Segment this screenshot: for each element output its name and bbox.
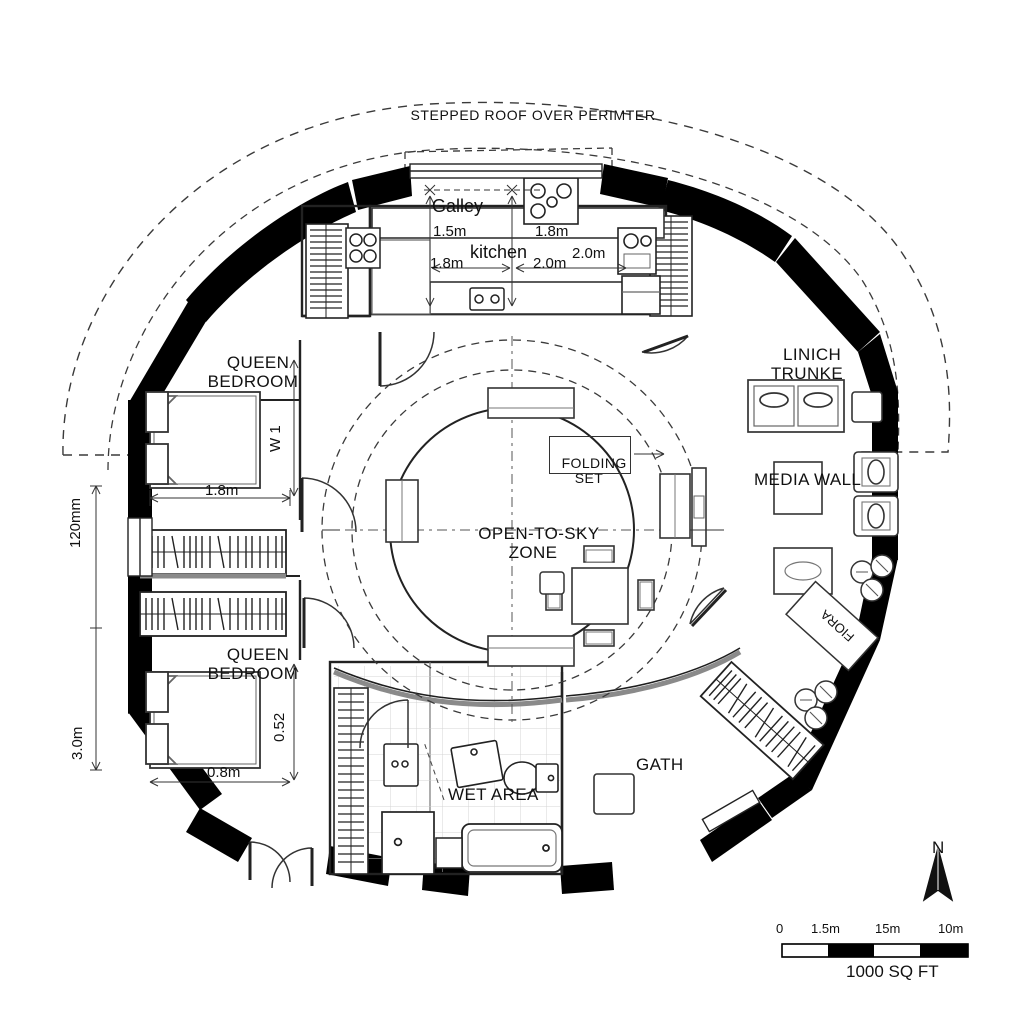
bath-small-cabinet: [435, 837, 463, 869]
dining-table-set: [545, 545, 655, 647]
room-label-bedroom-south: QUEEN BEDROOM: [178, 626, 328, 683]
side-tag-box: [785, 580, 879, 672]
bath-stool-icon: [593, 773, 635, 815]
shower-tray-icon: [381, 811, 435, 875]
bed-queen-south: [145, 671, 261, 769]
north-label: N: [932, 838, 945, 857]
callout-folding-set: FOLDING SET: [553, 440, 627, 487]
dim-kitchen-c: 1.8m: [430, 255, 464, 272]
oven-icon: [617, 227, 657, 275]
media-wall-unit: [773, 461, 823, 515]
bath-curved-wall: [333, 647, 742, 708]
courtyard-panel-left: [385, 479, 419, 543]
dim-kitchen-d: 2.0m: [533, 255, 567, 272]
bedroom-south-text: QUEEN BEDROOM: [207, 645, 299, 684]
coffee-table-lounge: [773, 547, 833, 595]
bedroom-north-text: QUEEN BEDROOM: [207, 353, 299, 392]
kitchen-sink-icon: [469, 287, 505, 311]
scale-tick-2: 15m: [875, 921, 901, 936]
scale-tick-0: 0: [776, 921, 784, 936]
room-label-bath: GATH: [636, 755, 684, 774]
courtyard-text: OPEN-TO-SKY ZONE: [478, 524, 600, 563]
bathtub-icon: [461, 823, 563, 873]
dim-overall-lower: 3.0m: [69, 726, 86, 760]
armchair-right-upper: [853, 451, 899, 493]
room-label-courtyard: OPEN-TO-SKY ZONE: [468, 505, 600, 563]
room-label-bedroom-north: QUEEN BEDROOM: [178, 334, 328, 391]
folding-set-text: FOLDING SET: [561, 454, 627, 487]
vanity-basin-icon: [450, 739, 504, 789]
dim-overall-upper: 120mm: [67, 497, 84, 548]
toilet-icon: [503, 761, 559, 795]
hob-left-icon: [345, 227, 381, 269]
scale-tick-3: 10m: [938, 921, 964, 936]
scale-bar-graphic: [781, 943, 969, 958]
closet-hatched-wetarea: [333, 687, 369, 875]
sofa-two-seat: [747, 379, 845, 433]
dim-bedroom-north-width: 1.8m: [205, 482, 239, 499]
courtyard-bench-bottom: [487, 635, 575, 667]
bed-queen-north: [145, 391, 261, 489]
callout-folding-set-box: [549, 436, 631, 474]
dim-bedroom-north-height: W 1: [267, 425, 284, 452]
plant-cluster-upper: [850, 554, 894, 602]
stool-courtyard: [539, 571, 565, 595]
dim-kitchen-a: 1.5m: [433, 223, 467, 240]
dim-kitchen-e: 2.0m: [572, 245, 606, 262]
lounge-text: LINICH TRUNKE: [770, 345, 844, 384]
closet-hatched-diagonal: [699, 660, 825, 781]
room-label-kitchen: kitchen: [470, 242, 528, 262]
room-label-wet-area: WET AREA: [448, 785, 539, 804]
scale-tick-1: 1.5m: [811, 921, 840, 936]
roof-note-label: STEPPED ROOF OVER PERIMTER: [410, 107, 656, 123]
dimension-lines: [90, 184, 724, 787]
armchair-right-lower: [853, 495, 899, 537]
dim-kitchen-b: 1.8m: [535, 223, 569, 240]
door-leaves: [248, 332, 728, 886]
wardrobe-hatched-upper: [139, 529, 287, 575]
room-label-galley: Galley: [432, 196, 484, 216]
dim-bedroom-south-height: 0.52: [271, 712, 288, 742]
courtyard-panel-right: [659, 473, 691, 539]
room-label-lounge: LINICH TRUNKE: [752, 326, 862, 383]
fridge-icon: [621, 275, 661, 315]
room-label-media-wall: MEDIA WALL: [754, 470, 862, 489]
side-table-lounge: [851, 391, 883, 423]
mirror-cabinet-icon: [383, 743, 419, 787]
scale-caption: 1000 SQ FT: [846, 962, 939, 981]
wet-area-leader: [423, 741, 445, 801]
cooktop-icon: [523, 177, 579, 225]
window-symbols: [127, 163, 761, 833]
wardrobe-hatched-lower: [139, 591, 287, 637]
closet-hatched-kitchen: [305, 223, 349, 319]
dim-bedroom-south-width: 0.8m: [207, 764, 241, 781]
folding-partition-right: [691, 467, 707, 547]
courtyard-bench-top: [487, 387, 575, 419]
north-arrow-icon: [922, 845, 954, 902]
plant-cluster-lower: [794, 680, 838, 730]
